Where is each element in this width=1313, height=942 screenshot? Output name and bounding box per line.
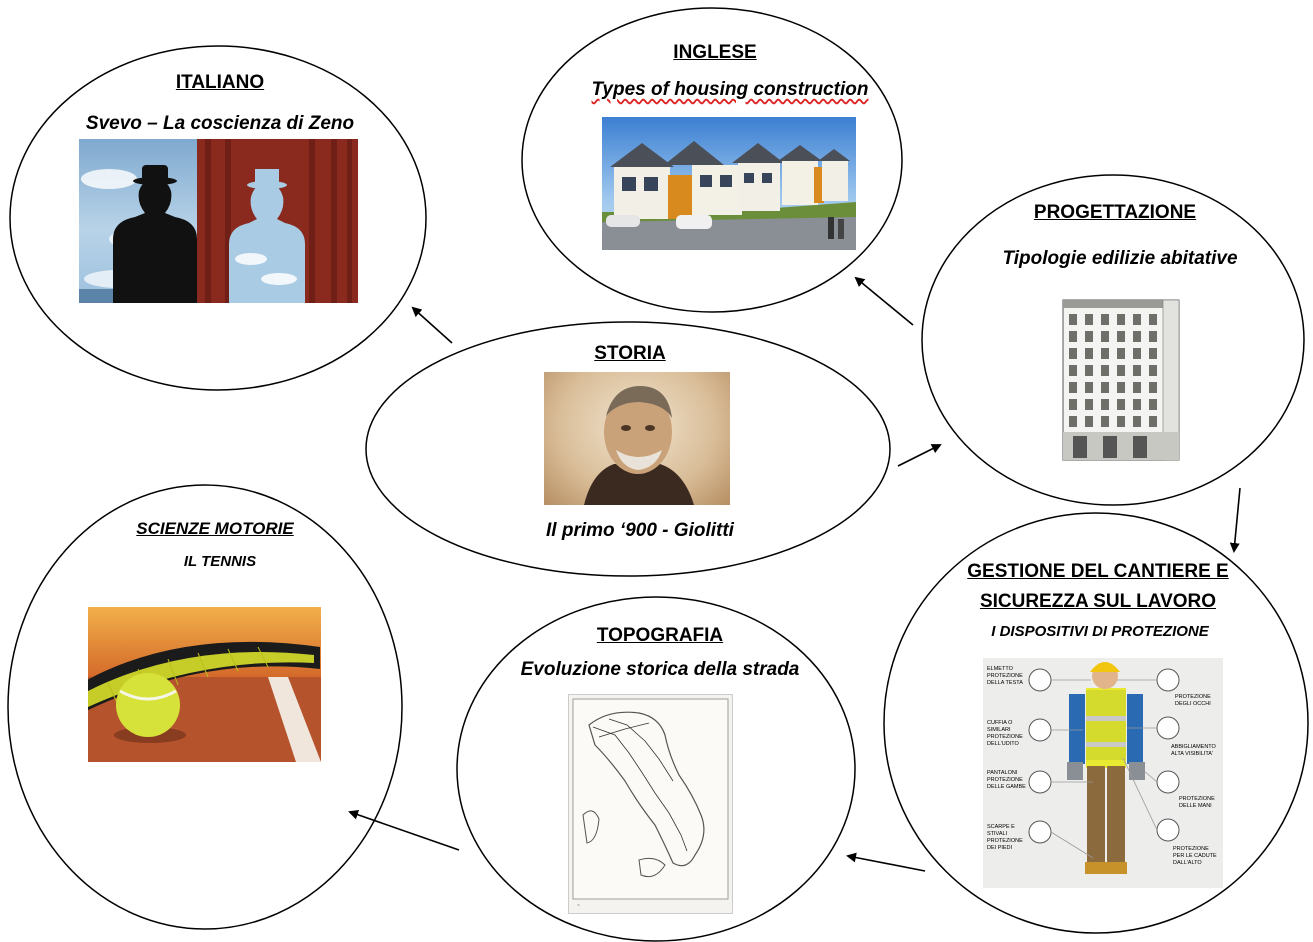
housing-construction-image: [602, 117, 856, 250]
tennis-image: [88, 607, 321, 762]
arrow-storia-to-italiano: [411, 306, 453, 344]
storia-subtitle: Il primo ‘900 - Giolitti: [546, 520, 734, 541]
arrow-gestione-to-topografia: [846, 852, 926, 872]
arrow-progettazione-to-gestione: [1229, 487, 1241, 553]
progettazione-title: PROGETTAZIONE: [1033, 202, 1197, 223]
ppe-label-right-1: PROTEZIONE DEGLI OCCHI: [1175, 694, 1211, 707]
arrow-progettazione-to-inglese: [854, 276, 914, 326]
ppe-label-right-2: ABBIGLIAMENTO ALTA VISIBILITA': [1171, 744, 1216, 757]
scienze-subtitle: IL TENNIS: [183, 553, 257, 570]
inglese-subtitle-text: Types of housing construction: [591, 79, 869, 100]
storia-title: STORIA: [594, 343, 666, 364]
svg-text:~: ~: [577, 903, 580, 909]
ellipse-italiano: [9, 45, 427, 391]
ellipse-inglese: [521, 7, 903, 313]
ppe-label-left-2: CUFFIA O SIMILARI PROTEZIONE DELL'UDITO: [987, 720, 1023, 747]
ellipse-topografia: [456, 596, 856, 942]
magritte-painting-image: [79, 139, 358, 303]
ellipse-progettazione: [921, 174, 1305, 506]
ppe-infographic-image: ELMETTO PROTEZIONE DELLA TESTA CUFFIA O …: [983, 658, 1223, 888]
inglese-title: INGLESE: [673, 42, 757, 63]
topografia-title: TOPOGRAFIA: [596, 625, 724, 646]
ppe-label-right-3: PROTEZIONE DELLE MANI: [1179, 796, 1215, 809]
arrow-topografia-to-scienze: [348, 809, 460, 851]
italiano-title: ITALIANO: [175, 72, 265, 93]
progettazione-subtitle: Tipologie edilizie abitative: [1002, 248, 1238, 269]
ellipse-scienze: [7, 484, 403, 930]
topografia-subtitle: Evoluzione storica della strada: [520, 659, 800, 680]
inglese-subtitle: Types of housing construction: [560, 79, 900, 101]
italy-road-map-image: ~: [568, 694, 733, 914]
gestione-title-line2: SICUREZZA SUL LAVORO: [979, 591, 1217, 612]
arrow-storia-to-progettazione: [897, 444, 942, 467]
apartment-building-drawing: [1059, 296, 1185, 464]
gestione-subtitle: I DISPOSITIVI DI PROTEZIONE: [991, 623, 1209, 640]
ppe-label-left-1: ELMETTO PROTEZIONE DELLA TESTA: [987, 666, 1023, 686]
ppe-label-left-4: SCARPE E STIVALI PROTEZIONE DEI PIEDI: [987, 824, 1023, 851]
giolitti-portrait-image: [544, 372, 730, 505]
ellipse-gestione: [883, 512, 1309, 934]
gestione-title-line1: GESTIONE DEL CANTIERE E: [967, 561, 1229, 582]
ppe-label-left-3: PANTALONI PROTEZIONE DELLE GAMBE: [987, 770, 1026, 790]
scienze-title: SCIENZE MOTORIE: [136, 519, 294, 538]
italiano-subtitle: Svevo – La coscienza di Zeno: [85, 113, 355, 134]
ellipse-storia: [365, 321, 891, 577]
ppe-label-right-4: PROTEZIONE PER LE CADUTE DALL'ALTO: [1173, 846, 1217, 866]
